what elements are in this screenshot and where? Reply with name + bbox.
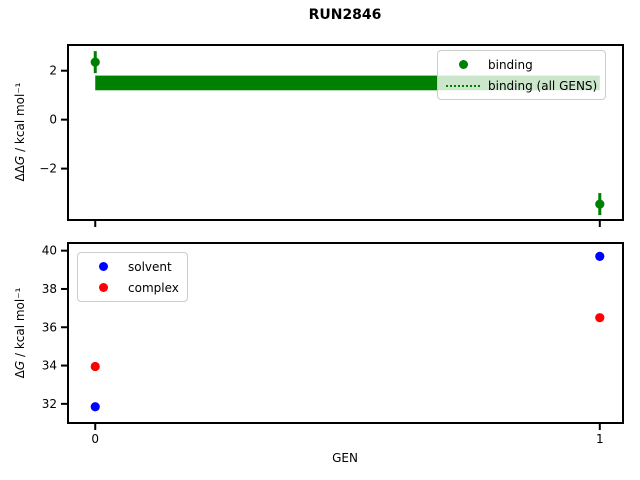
data-point-binding (595, 199, 605, 209)
y-tick-label: 38 (42, 282, 57, 296)
solvent-marker-icon (98, 262, 108, 271)
ylabel-unit: / kcal mol⁻¹ (13, 287, 27, 361)
legend-key (446, 60, 480, 69)
legend-entry-solvent: solvent (86, 256, 179, 277)
legend-solvent-complex: solvent complex (77, 252, 188, 302)
y-tick-label: 40 (42, 244, 57, 258)
ylabel-symbol: G (13, 155, 27, 166)
y-axis-label-dg: ΔG / kcal mol⁻¹ (13, 288, 27, 379)
legend-label: solvent (128, 259, 172, 274)
y-tick-label: 34 (42, 359, 57, 373)
legend-key (446, 84, 480, 87)
ylabel-symbol: G (13, 360, 27, 371)
complex-marker-icon (98, 283, 108, 292)
data-point-solvent (90, 402, 100, 412)
y-tick-label: 32 (42, 397, 57, 411)
legend-binding: binding binding (all GENS) (437, 50, 607, 100)
data-point-binding (90, 57, 100, 67)
legend-key (86, 262, 120, 271)
axes-spines (67, 242, 624, 424)
chart-title: RUN2846 (308, 7, 382, 23)
dotted-line-icon (446, 84, 480, 87)
legend-entry-binding: binding (446, 54, 597, 75)
y-tick-label: 36 (42, 320, 57, 334)
data-point-complex (595, 313, 605, 323)
y-tick-label: 0 (49, 113, 57, 127)
x-axis-label: GEN (332, 451, 358, 465)
y-tick-label: −2 (39, 162, 57, 176)
legend-label: binding (488, 57, 533, 72)
legend-label: binding (all GENS) (488, 78, 598, 93)
legend-label: complex (128, 280, 179, 295)
x-tick-label: 1 (596, 432, 604, 446)
data-point-solvent (595, 251, 605, 262)
ylabel-unit: / kcal mol⁻¹ (13, 82, 27, 156)
ylabel-delta: ΔΔ (13, 165, 27, 182)
y-axis-label-ddg: ΔΔG / kcal mol⁻¹ (13, 83, 27, 182)
data-point-complex (90, 361, 100, 372)
legend-key (86, 283, 120, 292)
binding-marker-icon (458, 60, 468, 69)
legend-entry-complex: complex (86, 277, 179, 298)
y-tick-label: 2 (49, 64, 57, 78)
axes-spines (67, 44, 624, 221)
legend-entry-binding-all-gens: binding (all GENS) (446, 75, 597, 96)
x-tick-label: 0 (91, 432, 99, 446)
ylabel-delta: Δ (13, 370, 27, 379)
